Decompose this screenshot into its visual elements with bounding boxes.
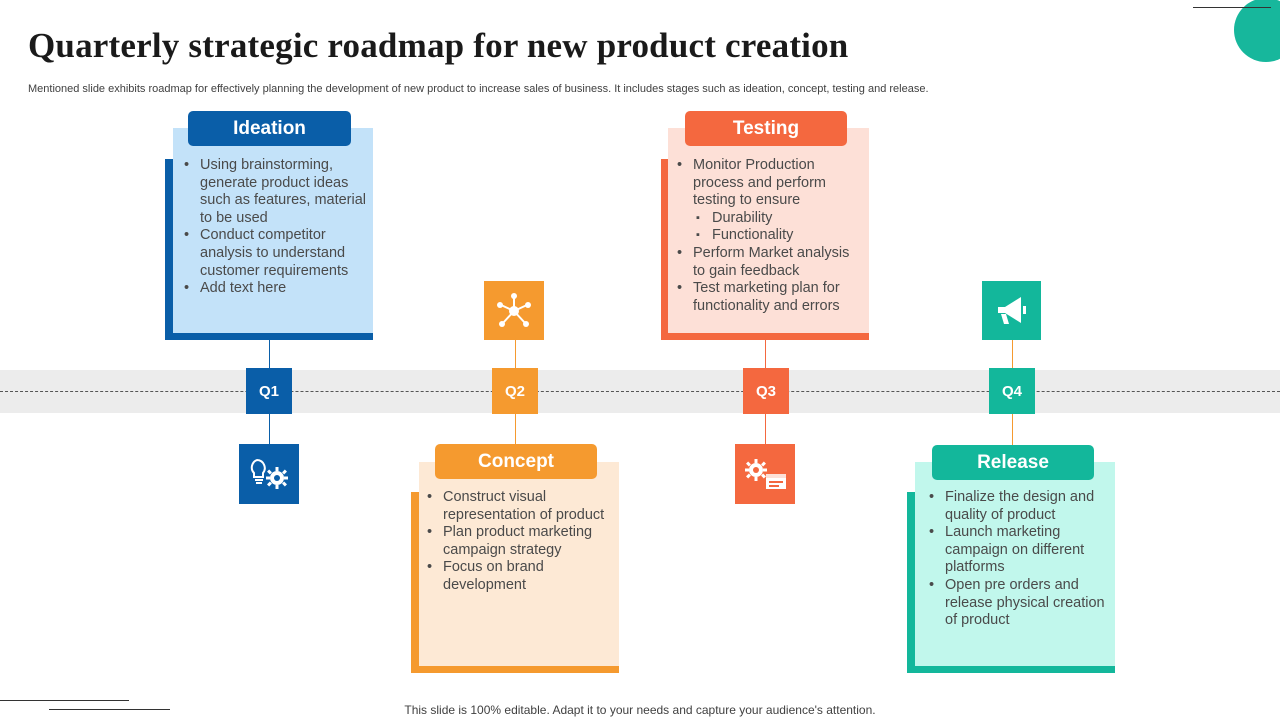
release-heading: Release [932, 445, 1094, 480]
connector-line [1012, 339, 1013, 370]
slide-footer: This slide is 100% editable. Adapt it to… [404, 703, 876, 717]
lightbulb-gear-icon [239, 444, 299, 504]
decorative-circle [1234, 0, 1280, 62]
concept-list: Construct visual representation of produ… [425, 489, 617, 595]
list-item: Add text here [182, 280, 368, 298]
ideation-heading: Ideation [188, 111, 351, 146]
slide-subtitle: Mentioned slide exhibits roadmap for eff… [28, 83, 929, 95]
testing-heading: Testing [685, 111, 847, 146]
list-item: Finalize the design and quality of produ… [927, 489, 1107, 524]
connector-line [765, 413, 766, 445]
decorative-line [49, 709, 170, 710]
release-list: Finalize the design and quality of produ… [927, 489, 1107, 630]
connector-line [515, 339, 516, 370]
network-nodes-icon [484, 281, 544, 340]
list-item: Conduct competitor analysis to understan… [182, 227, 368, 280]
list-sub-item: Durability [675, 210, 865, 228]
list-item: Test marketing plan for functionality an… [675, 280, 865, 315]
connector-line [1012, 413, 1013, 446]
testing-list: Monitor Production process and perform t… [675, 157, 865, 315]
slide-title: Quarterly strategic roadmap for new prod… [28, 26, 849, 65]
list-item: Monitor Production process and perform t… [675, 157, 865, 210]
list-sub-item: Functionality [675, 227, 865, 245]
list-item: Open pre orders and release physical cre… [927, 577, 1107, 630]
list-item: Construct visual representation of produ… [425, 489, 617, 524]
quarter-marker-q3: Q3 [743, 368, 789, 414]
timeline-dashed-line [0, 391, 1280, 392]
quarter-marker-q1: Q1 [246, 368, 292, 414]
decorative-line [0, 700, 129, 701]
gear-window-icon [735, 444, 795, 504]
list-item: Launch marketing campaign on different p… [927, 524, 1107, 577]
connector-line [515, 413, 516, 445]
connector-line [269, 413, 270, 445]
list-item: Plan product marketing campaign strategy [425, 524, 617, 559]
list-item: Focus on brand development [425, 559, 617, 594]
quarter-marker-q4: Q4 [989, 368, 1035, 414]
concept-heading: Concept [435, 444, 597, 479]
megaphone-icon [982, 281, 1041, 340]
list-item: Perform Market analysis to gain feedback [675, 245, 865, 280]
connector-line [765, 338, 766, 370]
list-item: Using brainstorming, generate product id… [182, 157, 368, 227]
decorative-line [1193, 7, 1271, 8]
ideation-list: Using brainstorming, generate product id… [182, 157, 368, 298]
connector-line [269, 338, 270, 370]
quarter-marker-q2: Q2 [492, 368, 538, 414]
